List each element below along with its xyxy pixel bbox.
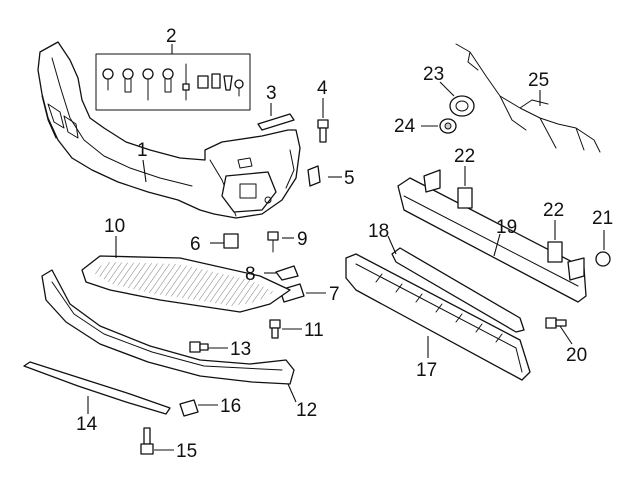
splash-shield — [81, 255, 291, 313]
energy-absorber — [345, 253, 531, 381]
callout-12: 12 — [296, 400, 317, 421]
callout-24: 24 — [394, 116, 416, 137]
bolt-4 — [317, 119, 329, 143]
callout-20: 20 — [566, 345, 587, 366]
bolt-15 — [140, 427, 154, 455]
skid-strip — [23, 361, 171, 415]
lower-spoiler — [41, 269, 295, 385]
callout-19: 19 — [496, 217, 517, 238]
wiring-harness — [455, 43, 601, 153]
trim-strip — [257, 113, 295, 131]
kit-fasteners — [102, 63, 244, 101]
impact-bar — [397, 169, 587, 303]
callout-25: 25 — [528, 70, 549, 91]
bracket-22b — [547, 241, 563, 263]
callout-11: 11 — [304, 320, 324, 341]
callout-21: 21 — [592, 208, 613, 229]
callout-4: 4 — [317, 78, 328, 99]
callout-7: 7 — [329, 284, 340, 305]
callout-3: 3 — [266, 83, 277, 104]
callout-9: 9 — [297, 229, 308, 250]
callout-1: 1 — [137, 140, 148, 161]
sensor-retainer — [439, 118, 457, 134]
clip-16 — [179, 399, 199, 417]
callout-2: 2 — [166, 26, 177, 47]
bolt-20 — [545, 317, 567, 329]
callout-labels: 1 2 3 4 5 6 7 8 9 10 11 12 13 14 15 16 1… — [76, 26, 613, 462]
nut-21 — [595, 251, 611, 267]
callout-5: 5 — [344, 168, 355, 189]
callout-6: 6 — [190, 234, 201, 255]
callout-8: 8 — [245, 264, 256, 285]
leader-lines — [87, 44, 605, 451]
bracket-22a — [457, 187, 473, 209]
bracket-8 — [275, 265, 299, 281]
callout-18: 18 — [368, 221, 389, 242]
callout-17: 17 — [416, 360, 437, 381]
hardware-kit — [95, 53, 251, 111]
bolt-13 — [189, 341, 209, 353]
upper-bracket-strip — [391, 247, 525, 333]
callout-23: 23 — [423, 64, 444, 85]
callout-15: 15 — [176, 441, 197, 462]
screw-9 — [267, 231, 279, 253]
parking-sensor — [449, 95, 475, 117]
clip-5 — [307, 165, 321, 187]
callout-10: 10 — [104, 216, 125, 237]
callout-13: 13 — [230, 339, 251, 360]
bracket-6 — [223, 233, 239, 249]
callout-14: 14 — [76, 414, 98, 435]
callout-22-upper: 22 — [454, 146, 475, 167]
callout-22-lower: 22 — [543, 200, 564, 221]
callout-16: 16 — [220, 396, 241, 417]
bolt-11 — [269, 319, 281, 339]
bumper-cover — [37, 41, 301, 219]
